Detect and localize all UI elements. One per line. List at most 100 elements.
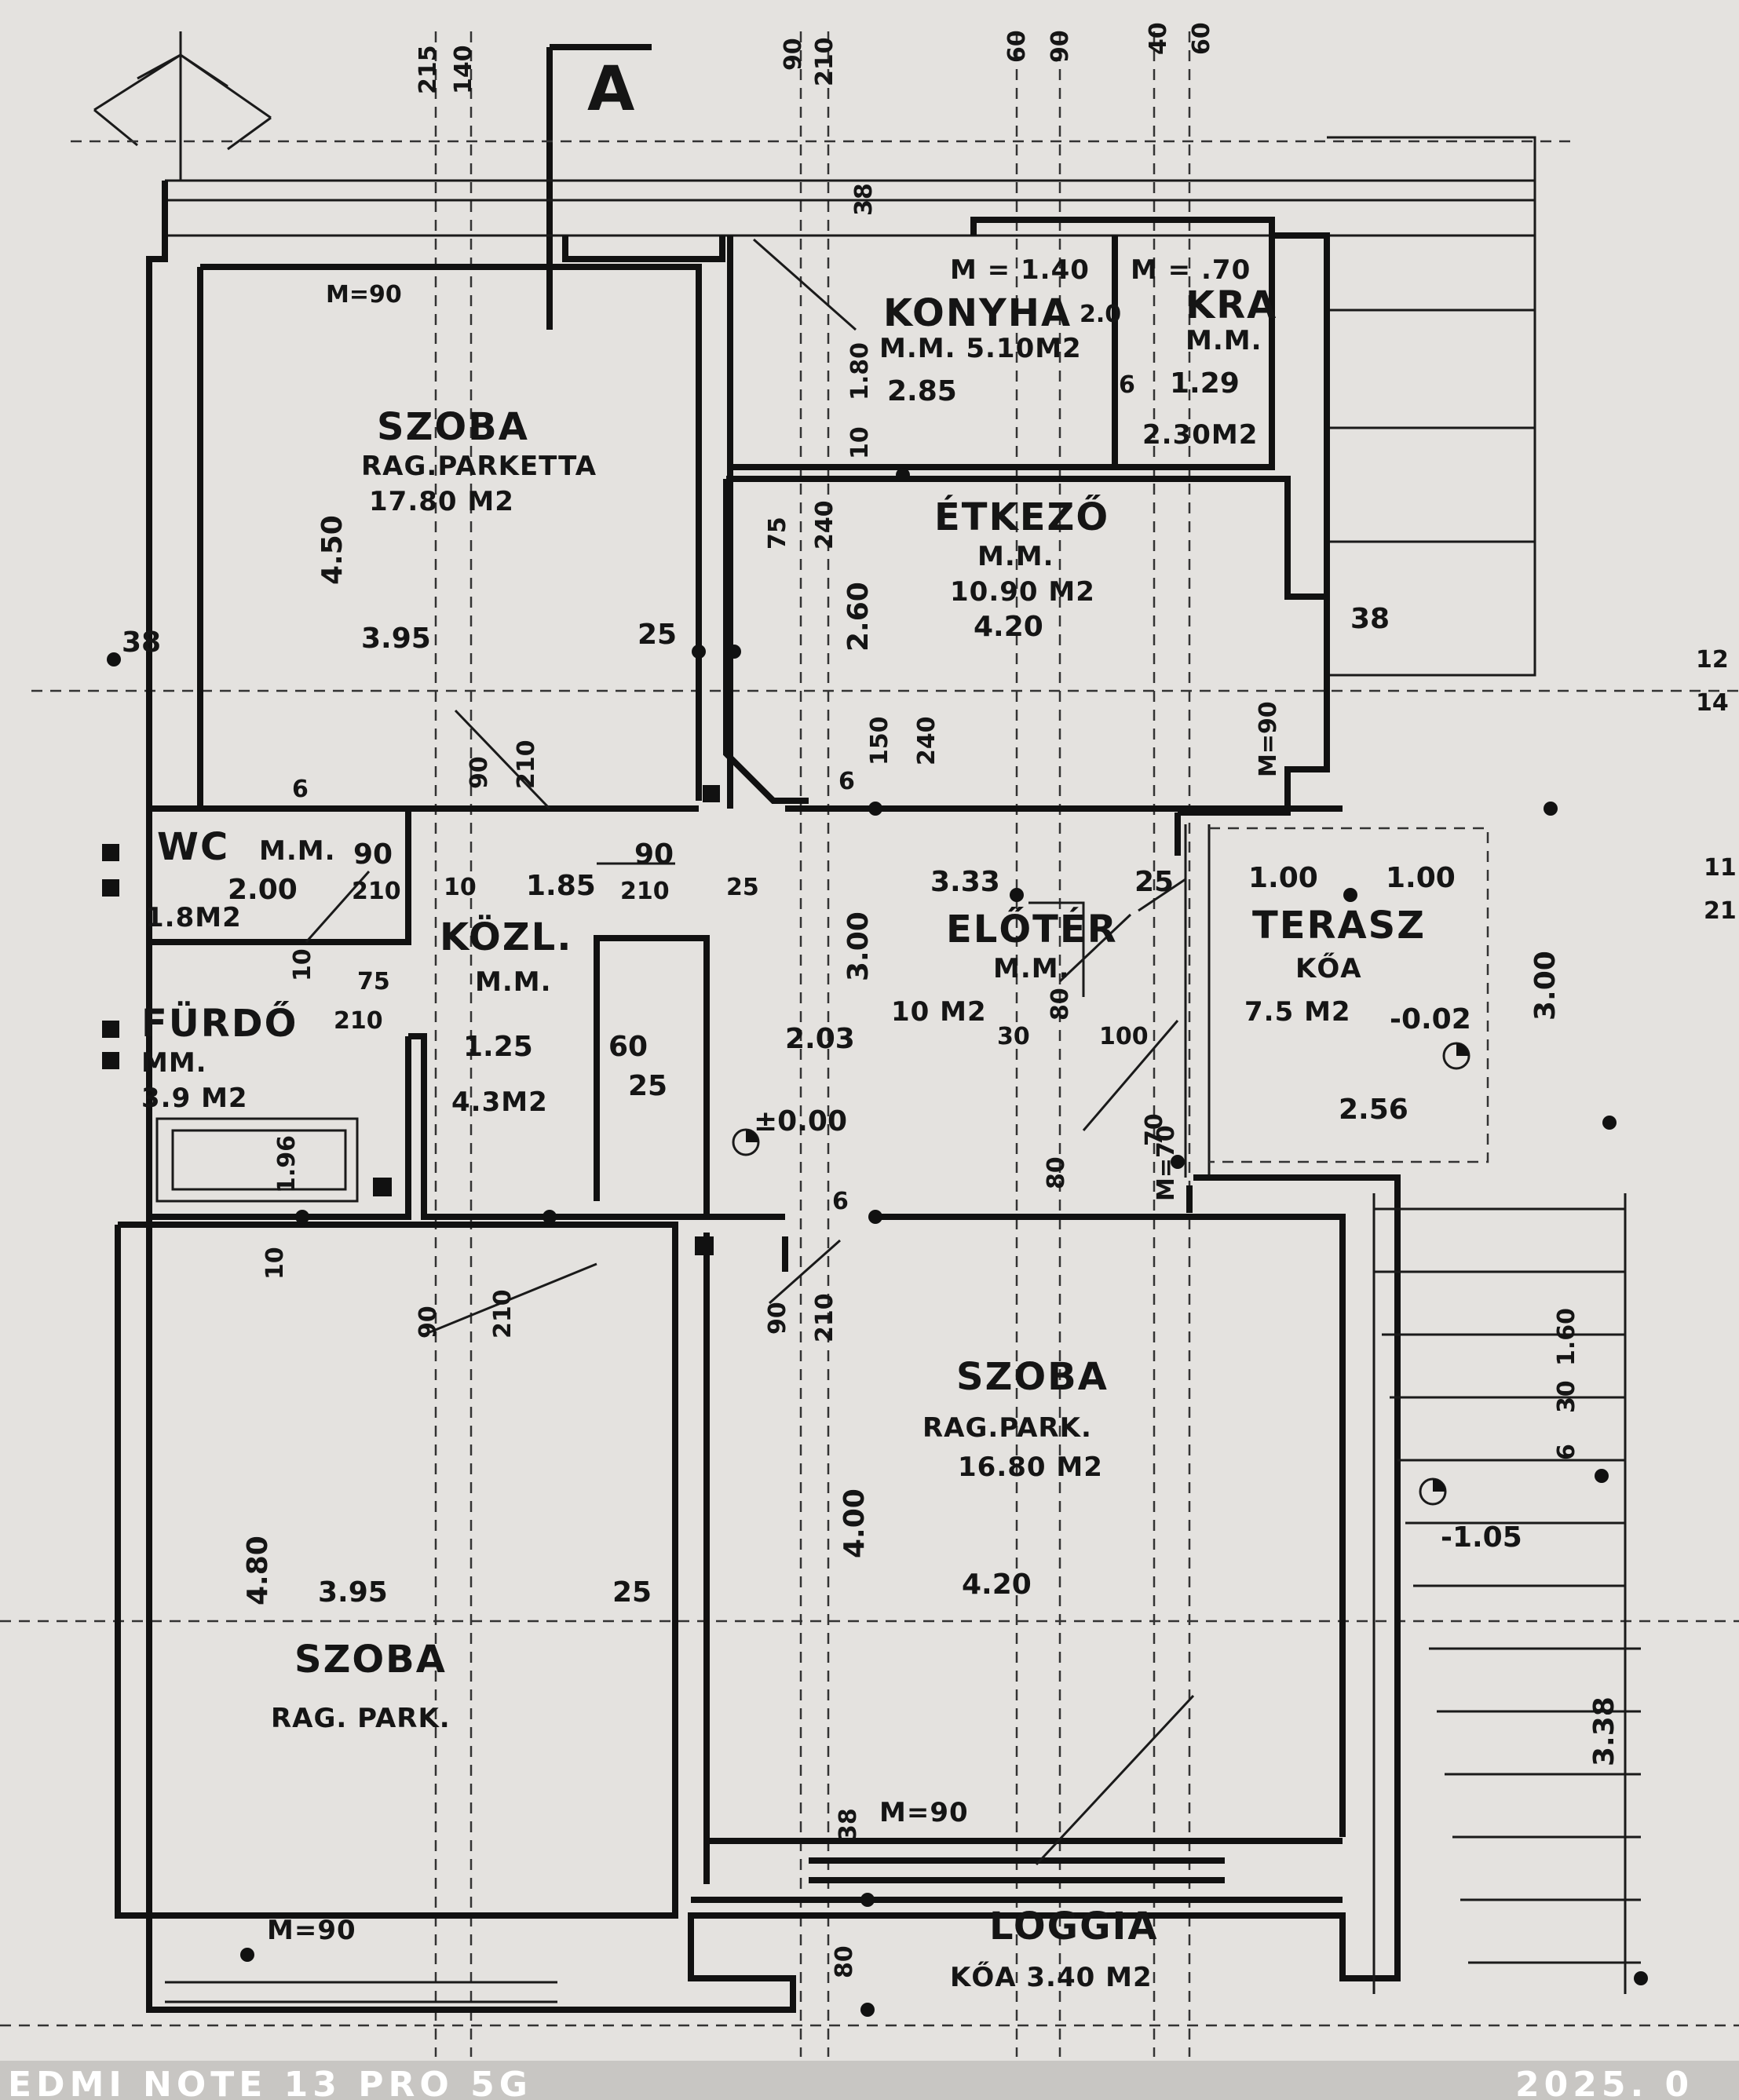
pantry-floor: M.M.: [1186, 325, 1262, 356]
loggia-wall-38: 38: [835, 1808, 862, 1841]
dining-240b: 240: [913, 716, 941, 765]
hall-area: 10 M2: [891, 996, 987, 1028]
dining-floor: M.M.: [977, 541, 1054, 572]
loggia-name: LOGGIA: [989, 1905, 1158, 1948]
dining-area: 10.90 M2: [950, 576, 1095, 608]
pantry-door: M = .70: [1131, 254, 1251, 286]
kitchen-door: M = 1.40: [950, 254, 1090, 286]
room-top-left-width: 3.95: [361, 623, 431, 655]
hall-70: 70: [1141, 1113, 1168, 1146]
wall-top-left-6: 6: [292, 776, 309, 803]
wc-name: WC: [157, 825, 229, 869]
kitchen-wall-10: 10: [846, 426, 874, 459]
room-bottom-left-name: SZOBA: [294, 1638, 447, 1682]
dim-top-90b: 90: [1047, 30, 1074, 63]
room-top-left-area: 17.80 M2: [369, 486, 514, 517]
footer-date: 2025. 0: [1515, 2065, 1693, 2100]
dining-right-38: 38: [1350, 603, 1390, 635]
room-center-name: SZOBA: [956, 1355, 1109, 1399]
wall-left-38: 38: [122, 626, 161, 659]
pantry-name: KRA: [1186, 283, 1277, 327]
wc-210: 210: [352, 878, 401, 905]
terrace-height: 3.00: [1529, 951, 1562, 1021]
room-bottom-left-height: 4.80: [242, 1536, 274, 1605]
dining-150: 150: [866, 716, 893, 765]
corridor-width: 1.25: [463, 1031, 533, 1063]
stairs-30: 30: [1553, 1380, 1580, 1413]
kitchen-code: 2.0: [1080, 301, 1121, 328]
hall-80b: 80: [1043, 1156, 1070, 1189]
dimension-dots: [107, 468, 1648, 2017]
terrace-width: 2.56: [1339, 1094, 1408, 1126]
terrace-floor: KŐA: [1295, 952, 1362, 984]
wc-width: 2.00: [228, 874, 298, 906]
bottom-left-door-90: 90: [415, 1306, 442, 1339]
kitchen-width: 2.85: [887, 375, 957, 407]
loggia-door: M=90: [879, 1797, 969, 1828]
bath-tub: 1.96: [273, 1135, 301, 1193]
dim-top-60b: 60: [1188, 22, 1215, 55]
corridor-floor: M.M.: [475, 966, 552, 998]
terrace-seg2: 1.00: [1386, 862, 1456, 894]
level-marker-icon: [732, 1042, 1470, 1506]
dining-name: ÉTKEZŐ: [934, 495, 1109, 539]
bath-name: FÜRDŐ: [141, 1001, 298, 1046]
hall-80: 80: [1047, 988, 1074, 1021]
door-label-top-left: M=90: [326, 281, 402, 309]
edge-11: 11: [1704, 854, 1737, 882]
corridor-210: 210: [620, 878, 670, 905]
room-center-height: 4.00: [838, 1488, 871, 1558]
side-338: 3.38: [1588, 1696, 1620, 1766]
wc-area: 1.8M2: [145, 902, 242, 933]
corridor-10b: 10: [289, 948, 316, 981]
kitchen-name: KONYHA: [883, 291, 1072, 335]
corridor-25: 25: [726, 874, 759, 901]
dim-top-140: 140: [450, 45, 477, 94]
footer-camera-label: EDMI NOTE 13 PRO 5G: [8, 2065, 532, 2100]
hall-door: M=70: [1153, 1125, 1180, 1201]
bottom-left-25: 25: [612, 1576, 652, 1609]
corridor-dim: 1.85: [526, 870, 596, 902]
door-swings: [305, 238, 1195, 1866]
room-bottom-left-width: 3.95: [318, 1576, 388, 1609]
hall-height: 3.00: [842, 911, 875, 981]
dim-top-210: 210: [811, 37, 838, 86]
hall-width: 3.33: [930, 866, 1000, 898]
room-center-floor: RAG.PARK.: [922, 1412, 1092, 1444]
door-top-left-90: 90: [466, 756, 493, 789]
corridor-name: KÖZL.: [440, 915, 572, 959]
edge-12: 12: [1696, 646, 1729, 674]
corridor-10: 10: [444, 874, 477, 901]
center-door-90: 90: [764, 1302, 791, 1335]
bottom-left-door: M=90: [267, 1915, 356, 1946]
edge-14: 14: [1696, 689, 1729, 717]
wall-markers: [102, 785, 720, 1255]
pantry-area: 2.30M2: [1142, 419, 1258, 451]
kitchen-wall-38: 38: [850, 183, 878, 216]
room-center-area: 16.80 M2: [958, 1452, 1103, 1483]
walls: [115, 181, 1641, 2013]
corridor-90: 90: [634, 838, 674, 871]
bottom-left-door-210: 210: [489, 1289, 517, 1339]
hall-25: 25: [1134, 866, 1174, 898]
terrace-seg1: 1.00: [1248, 862, 1318, 894]
wc-floor: M.M.: [259, 835, 336, 867]
loggia-depth: 80: [831, 1945, 858, 1978]
terrace-level: -0.02: [1390, 1003, 1471, 1035]
hall-name: ELŐTÉR: [946, 907, 1118, 951]
corridor-area: 4.3M2: [451, 1087, 548, 1118]
corridor-75: 75: [357, 968, 390, 995]
section-marker: A: [587, 54, 634, 125]
kitchen-wall-180: 1.80: [846, 342, 874, 400]
room-bottom-left-floor: RAG. PARK.: [271, 1703, 451, 1734]
door-top-left-210: 210: [513, 740, 540, 789]
bath-floor: MM.: [141, 1047, 207, 1079]
corridor-60: 60: [608, 1031, 648, 1063]
wc-90: 90: [353, 838, 393, 871]
room-top-left-floor: RAG.PARKETTA: [361, 451, 597, 482]
floor-level: ±0.00: [754, 1105, 847, 1138]
room-top-left-name: SZOBA: [377, 405, 529, 449]
section-line: [546, 44, 652, 330]
dining-width: 4.20: [974, 611, 1043, 643]
